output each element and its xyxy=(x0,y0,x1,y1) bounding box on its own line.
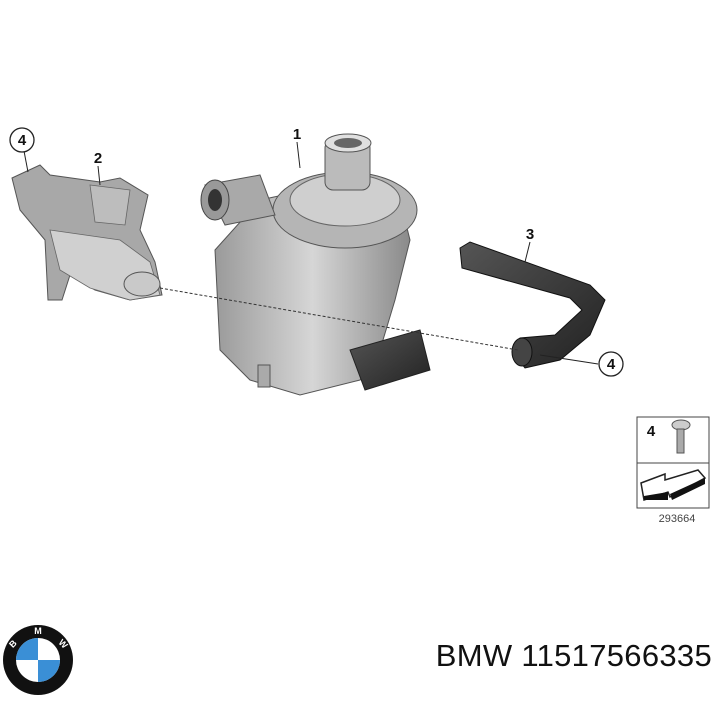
svg-text:4: 4 xyxy=(607,356,616,373)
bracket-part-2 xyxy=(11,164,163,301)
svg-text:4: 4 xyxy=(18,132,27,149)
part-number-caption: BMW 11517566335 xyxy=(435,638,712,673)
callout-1: 1 xyxy=(293,126,301,143)
svg-text:4: 4 xyxy=(647,423,656,440)
callout-3: 3 xyxy=(526,226,534,243)
svg-text:M: M xyxy=(34,626,42,636)
reference-number: 293664 xyxy=(659,513,696,525)
bmw-logo: M B W xyxy=(3,625,73,695)
callout-4-top: 4 xyxy=(9,127,35,153)
screw-icon xyxy=(671,419,691,454)
callout-4-right: 4 xyxy=(598,351,624,377)
callout-2: 2 xyxy=(94,150,102,167)
water-pump-part-1 xyxy=(200,133,431,396)
clamp-part-3 xyxy=(459,241,606,369)
leader-lines xyxy=(23,141,599,365)
assembly-line xyxy=(159,287,519,351)
inset-screw-box: 4 293664 xyxy=(636,416,710,525)
